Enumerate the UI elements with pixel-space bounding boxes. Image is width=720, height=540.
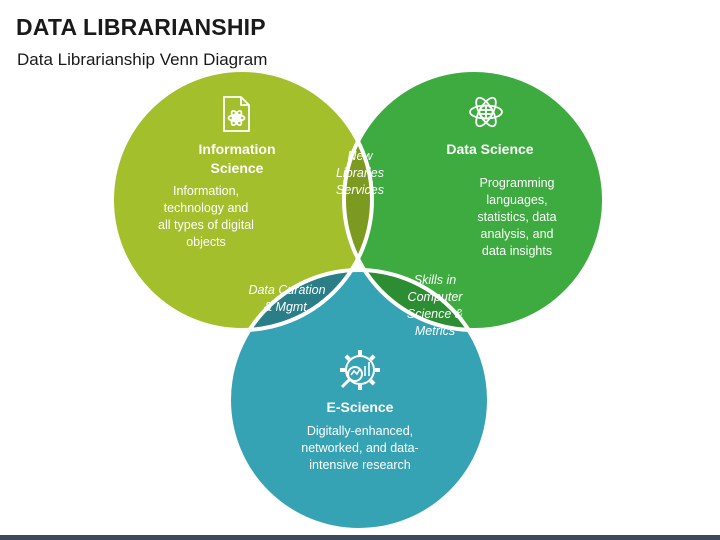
overlap-data-e-label: Skills in Computer Science & Metrics <box>406 273 464 338</box>
document-atom-icon <box>223 96 250 132</box>
gear-magnifier-icon <box>340 350 380 390</box>
overlap-info-e-label: Data Curation & Mgmt. <box>248 283 326 314</box>
page-subtitle: Data Librarianship Venn Diagram <box>17 50 268 69</box>
information-science-title: Information Science <box>198 141 276 176</box>
data-science-title: Data Science <box>446 141 534 157</box>
overlap-info-data-label: New Libraries Services <box>336 149 384 197</box>
information-science-description: Information, technology and all types of… <box>158 184 254 249</box>
atom-globe-icon <box>469 96 503 128</box>
e-science-description: Digitally-enhanced, networked, and data-… <box>301 424 419 472</box>
data-science-description: Programming languages, statistics, data … <box>477 176 557 258</box>
circle-data-science <box>344 70 604 330</box>
bottom-bar <box>0 535 720 540</box>
e-science-title: E-Science <box>326 399 394 415</box>
circle-information-science <box>112 70 372 330</box>
page-title: DATA LIBRARIANSHIP <box>16 14 266 40</box>
circle-e-science <box>229 270 489 530</box>
